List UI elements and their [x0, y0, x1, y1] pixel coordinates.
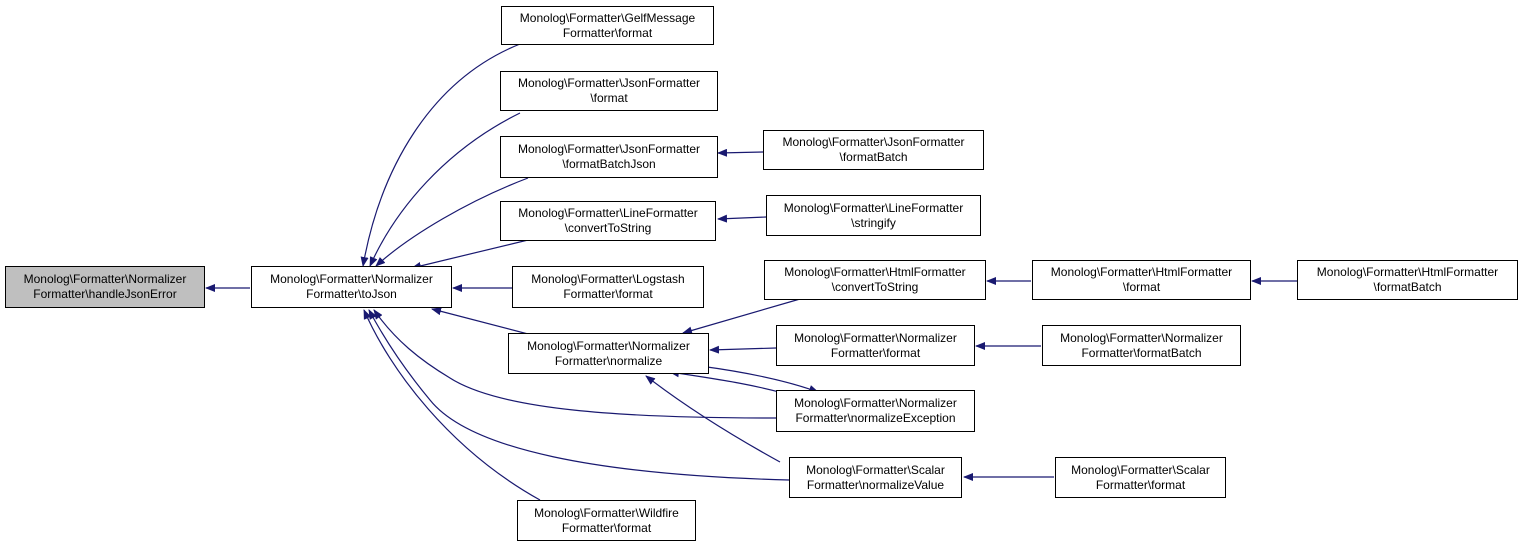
edge-normalize-to-normalizeexception — [699, 365, 819, 393]
edge-gelf-format-to-tojson — [360, 43, 521, 267]
node-normalizer-format[interactable]: Monolog\Formatter\Normalizer Formatter\f… — [776, 325, 975, 366]
node-jsonformatter-formatbatchjson[interactable]: Monolog\Formatter\JsonFormatter \formatB… — [500, 136, 718, 178]
edge-json-format-to-tojson — [369, 112, 521, 267]
node-lineformatter-converttostring[interactable]: Monolog\Formatter\LineFormatter \convert… — [500, 201, 716, 241]
edge-line-converttostring-to-tojson — [411, 239, 529, 270]
node-normalizer-formatbatch[interactable]: Monolog\Formatter\Normalizer Formatter\f… — [1042, 325, 1241, 366]
node-logstash-format[interactable]: Monolog\Formatter\Logstash Formatter\for… — [512, 266, 704, 308]
edge-json-formatbatch-to-json-formatbatchjson — [717, 148, 764, 157]
node-htmlformatter-converttostring[interactable]: Monolog\Formatter\HtmlFormatter \convert… — [764, 260, 986, 300]
node-htmlformatter-format[interactable]: Monolog\Formatter\HtmlFormatter \format — [1032, 260, 1251, 300]
node-scalar-format[interactable]: Monolog\Formatter\Scalar Formatter\forma… — [1055, 457, 1226, 498]
node-normalizer-handlejsonerror[interactable]: Monolog\Formatter\Normalizer Formatter\h… — [5, 266, 205, 308]
edge-scalar-normalizevalue-to-tojson — [368, 309, 790, 481]
node-normalizer-normalize[interactable]: Monolog\Formatter\Normalizer Formatter\n… — [508, 333, 709, 374]
node-wildfire-format[interactable]: Monolog\Formatter\Wildfire Formatter\for… — [517, 500, 696, 541]
node-jsonformatter-format[interactable]: Monolog\Formatter\JsonFormatter \format — [500, 71, 718, 111]
edge-normalizer-format-to-normalize — [709, 345, 777, 354]
node-lineformatter-stringify[interactable]: Monolog\Formatter\LineFormatter \stringi… — [766, 195, 981, 236]
node-scalar-normalizevalue[interactable]: Monolog\Formatter\Scalar Formatter\norma… — [789, 457, 962, 498]
edge-json-formatbatchjson-to-tojson — [375, 177, 529, 267]
edge-scalar-normalizevalue-to-normalize — [645, 375, 781, 463]
edge-normalizeexception-to-tojson — [373, 309, 777, 419]
node-htmlformatter-formatbatch[interactable]: Monolog\Formatter\HtmlFormatter \formatB… — [1297, 260, 1518, 300]
node-normalizer-normalizeexception[interactable]: Monolog\Formatter\Normalizer Formatter\n… — [776, 390, 975, 432]
edge-wildfire-format-to-tojson — [363, 309, 541, 501]
edge-line-stringify-to-line-converttostring — [717, 214, 767, 223]
edge-html-converttostring-to-normalize — [682, 298, 801, 335]
node-jsonformatter-formatbatch[interactable]: Monolog\Formatter\JsonFormatter \formatB… — [763, 130, 984, 170]
edge-normalize-to-tojson — [431, 307, 529, 335]
node-normalizer-tojson[interactable]: Monolog\Formatter\Normalizer Formatter\t… — [251, 266, 452, 308]
node-gelfmessage-format[interactable]: Monolog\Formatter\GelfMessage Formatter\… — [501, 6, 714, 45]
